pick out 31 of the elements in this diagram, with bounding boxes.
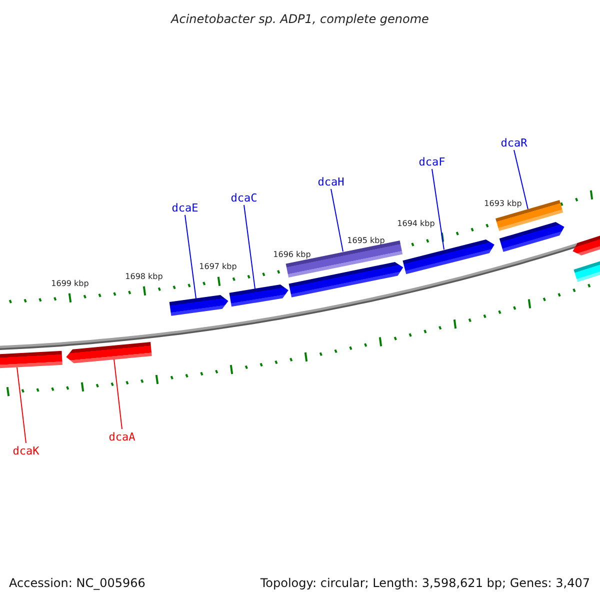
gene-block — [0, 350, 62, 370]
gene-bar — [574, 261, 600, 282]
position-label: 1694 kbp — [397, 218, 435, 229]
gene-label: dcaC — [230, 192, 258, 204]
gene-block — [228, 283, 290, 307]
gene-block — [499, 220, 566, 252]
gene-block — [571, 236, 600, 258]
gene-label: dcaK — [12, 444, 40, 458]
leader-line — [432, 168, 444, 250]
genome-info-text: Topology: circular; Length: 3,598,621 bp; Genes: 3,407 — [260, 575, 590, 592]
position-label: 1698 kbp — [125, 272, 163, 282]
position-label: 1695 kbp — [347, 236, 385, 246]
accession-text: Accession: NC_005966 — [9, 575, 146, 592]
leader-line — [114, 358, 122, 430]
position-label: 1697 kbp — [199, 262, 237, 272]
gene-label: dcaH — [318, 176, 344, 188]
diagram-title: Acinetobacter sp. ADP1, complete genome — [170, 11, 430, 28]
leader-line — [514, 150, 528, 210]
gene-block — [65, 342, 152, 364]
position-label: 1699 kbp — [51, 278, 89, 289]
gene-block — [402, 237, 496, 274]
position-label: 1693 kbp — [484, 199, 522, 210]
gene-label: dcaE — [172, 202, 198, 214]
gene-block — [169, 294, 229, 316]
gene-block — [288, 260, 404, 298]
leader-line — [330, 188, 344, 252]
gene-label: dcaF — [418, 156, 446, 168]
gene-label: dcaA — [108, 430, 136, 444]
position-label: 1696 kbp — [273, 250, 311, 260]
leader-line — [16, 366, 26, 444]
gene-label: dcaR — [500, 136, 528, 150]
